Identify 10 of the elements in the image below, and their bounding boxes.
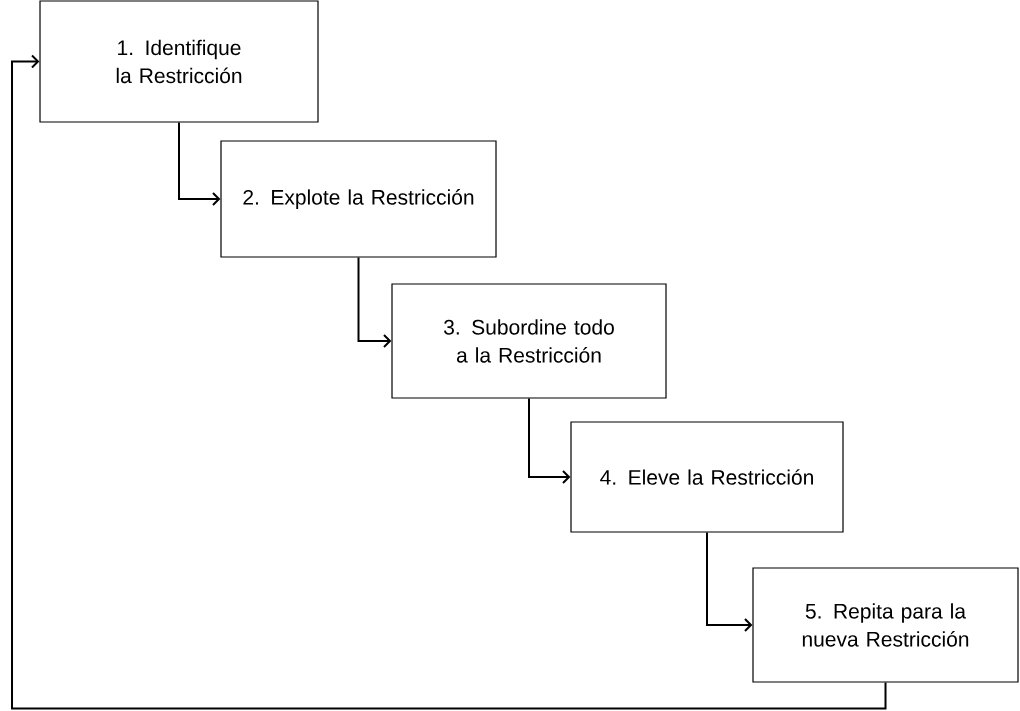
- process-box: 4. Eleve la Restricción: [570, 421, 844, 533]
- arrow: [528, 397, 571, 484]
- arrow: [706, 531, 753, 632]
- process-box: 2. Explote la Restricción: [220, 140, 497, 258]
- arrow: [357, 256, 392, 348]
- process-box: 1. Identifique la Restricción: [39, 0, 319, 123]
- arrow: [178, 121, 221, 206]
- arrow: [11, 54, 887, 710]
- process-box: 5. Repita para la nueva Restricción: [752, 567, 1019, 683]
- process-box: 3. Subordine todo a la Restricción: [391, 283, 667, 399]
